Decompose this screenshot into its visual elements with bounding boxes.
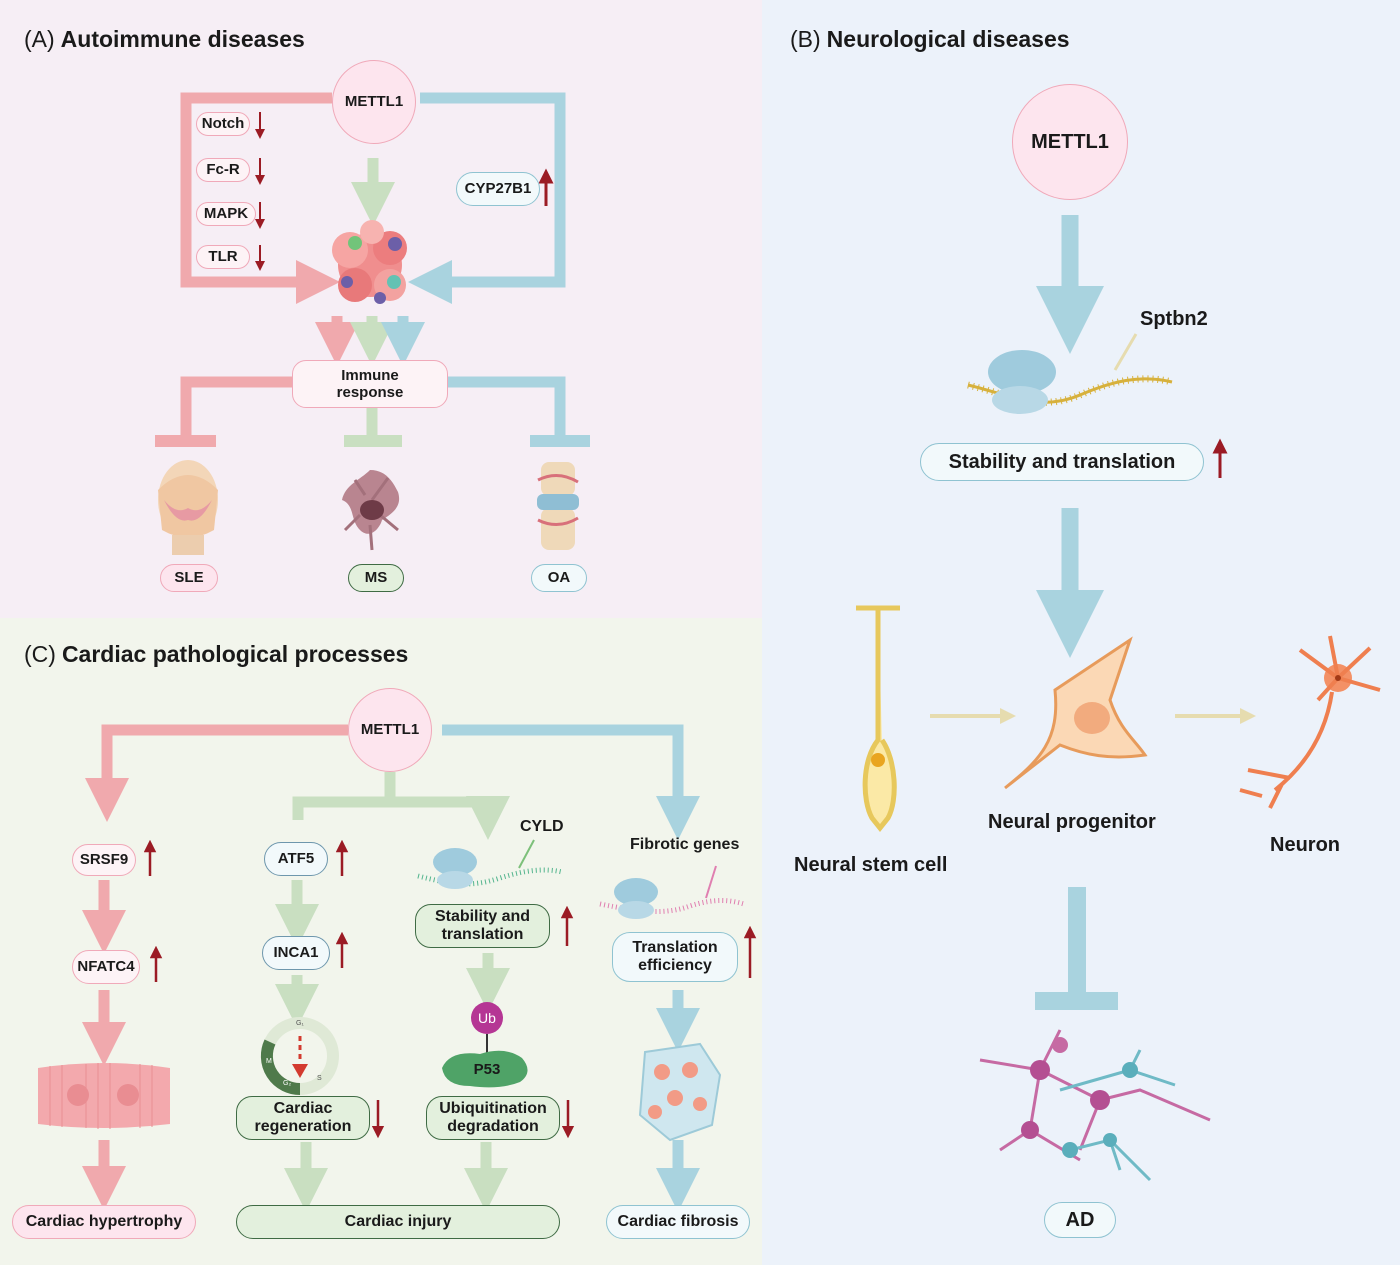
- gene-cyld: CYLD: [520, 818, 564, 835]
- panel-c-title: (C)Cardiac pathological processes: [24, 641, 408, 668]
- panel-b-name: Neurological diseases: [826, 26, 1070, 52]
- panel-c-letter: (C): [24, 641, 56, 667]
- panel-a-title: (A)Autoimmune diseases: [24, 26, 305, 53]
- stability-translation-c: Stability and translation: [415, 904, 550, 948]
- neural-progenitor-illustration: [1004, 636, 1148, 790]
- ribosome-mrna-illustration-fibrotic: [599, 865, 745, 919]
- panel-c-name: Cardiac pathological processes: [61, 641, 409, 667]
- panel-a-connectors: [155, 92, 590, 447]
- cycle-label-g1: G₁: [296, 1020, 304, 1027]
- outcome-cardiac-injury: Cardiac injury: [236, 1205, 560, 1239]
- pathway-mapk: MAPK: [196, 202, 256, 226]
- cycle-label-s: S: [317, 1075, 322, 1082]
- target-sptbn2: Sptbn2: [1140, 308, 1208, 330]
- cardiomyocyte-illustration: [38, 1063, 170, 1129]
- panel-b-title: (B)Neurological diseases: [790, 26, 1070, 53]
- outcome-cardiac-fibrosis: Cardiac fibrosis: [606, 1205, 750, 1239]
- panel-b-connectors: [930, 215, 1256, 1010]
- immune-response-node: Immune response: [292, 360, 448, 408]
- p53-label: P53: [473, 1061, 501, 1079]
- ribosome-mrna-illustration-b: [967, 333, 1173, 414]
- pathway-tlr: TLR: [196, 245, 250, 269]
- label-neural-progenitor: Neural progenitor: [988, 811, 1156, 833]
- panel-b-letter: (B): [790, 26, 821, 52]
- gene-nfatc4: NFATC4: [72, 950, 140, 984]
- fibrosis-tissue-illustration: [638, 1042, 722, 1142]
- panel-c-connectors: [82, 724, 700, 1212]
- label-neural-stem-cell: Neural stem cell: [794, 854, 948, 876]
- translation-efficiency-node: Translation efficiency: [612, 932, 738, 982]
- ub-p53-illustration: [442, 1002, 528, 1088]
- mettl1-node-b: METTL1: [1012, 84, 1128, 200]
- cell-cycle-illustration: [260, 1017, 339, 1096]
- stability-translation-b: Stability and translation: [920, 443, 1204, 481]
- pathway-notch: Notch: [196, 112, 250, 136]
- disease-ad: AD: [1044, 1202, 1116, 1238]
- pathway-fc-r: Fc-R: [196, 158, 250, 182]
- gene-inca1: INCA1: [262, 936, 330, 970]
- ribosome-mrna-illustration-cyld: [417, 839, 563, 889]
- immune-cell-cluster-illustration: [332, 220, 407, 304]
- cycle-label-g2: G₂: [283, 1080, 292, 1087]
- ad-neurons-illustration: [979, 1029, 1211, 1182]
- gene-srsf9: SRSF9: [72, 844, 136, 876]
- sle-face-illustration: [158, 460, 218, 555]
- disease-sle: SLE: [160, 564, 218, 592]
- ms-neuron-illustration: [342, 470, 400, 551]
- oa-knee-illustration: [537, 462, 579, 550]
- disease-oa: OA: [531, 564, 587, 592]
- outcome-cardiac-hypertrophy: Cardiac hypertrophy: [12, 1205, 196, 1239]
- gene-cyp27b1: CYP27B1: [456, 172, 540, 206]
- mettl1-node-c: METTL1: [348, 688, 432, 772]
- up-down-arrows-c: [143, 839, 757, 1139]
- neural-stem-cell-illustration: [856, 605, 900, 833]
- neuron-illustration: [1239, 635, 1381, 809]
- label-neuron: Neuron: [1270, 834, 1340, 856]
- gene-atf5: ATF5: [264, 842, 328, 876]
- ub-label: Ub: [478, 1009, 496, 1026]
- disease-ms: MS: [348, 564, 404, 592]
- cardiac-regeneration-node: Cardiac regeneration: [236, 1096, 370, 1140]
- panel-a-name: Autoimmune diseases: [60, 26, 305, 52]
- ubiquitination-degradation-node: Ubiquitination degradation: [426, 1096, 560, 1140]
- panel-a-letter: (A): [24, 26, 55, 52]
- mettl1-node-a: METTL1: [332, 60, 416, 144]
- label-fibrotic-genes: Fibrotic genes: [630, 836, 740, 853]
- cycle-label-m: M: [266, 1058, 272, 1065]
